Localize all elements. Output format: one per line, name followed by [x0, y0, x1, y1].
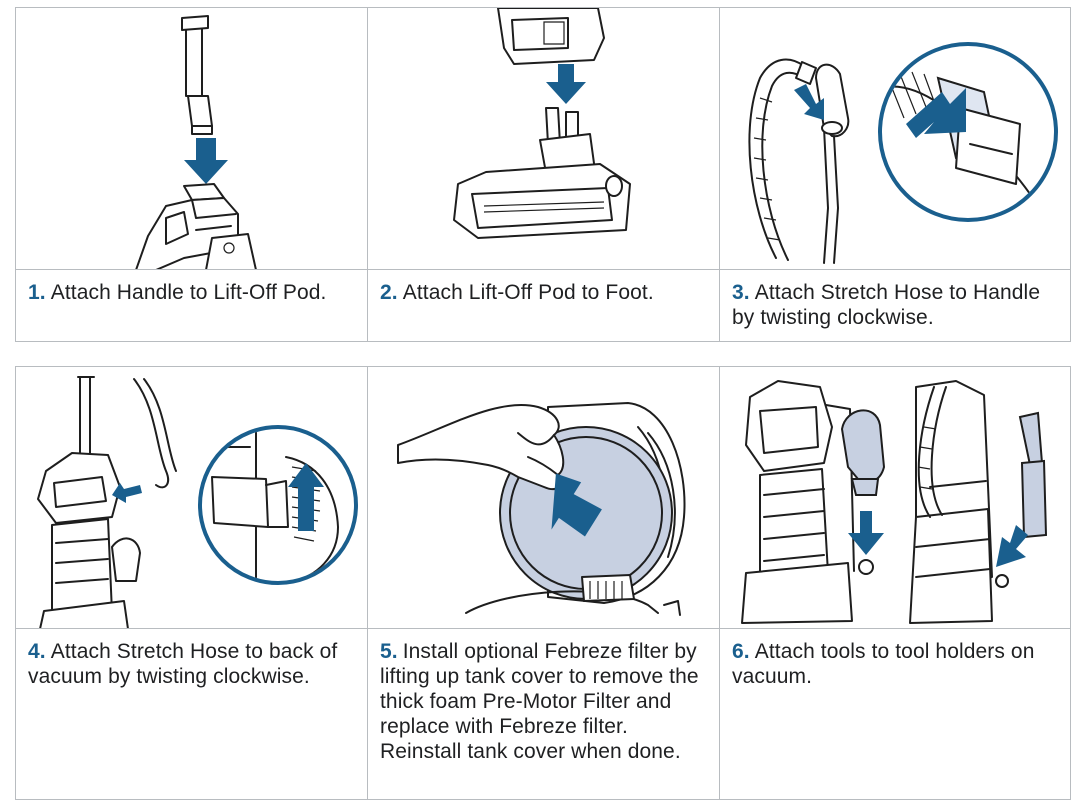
instruction-panel-bottom: 4.Attach Stretch Hose to back of vacuum … [15, 366, 1071, 800]
step-5-number: 5. [380, 640, 398, 663]
step-6-caption: 6.Attach tools to tool holders on vacuum… [720, 629, 1071, 799]
step-4-caption: 4.Attach Stretch Hose to back of vacuum … [16, 629, 368, 799]
step-3-text: Attach Stretch Hose to Handle by twistin… [732, 281, 1041, 329]
step-1-number: 1. [28, 281, 46, 304]
step-5-illustration [368, 367, 720, 629]
step-1-caption: 1.Attach Handle to Lift-Off Pod. [16, 270, 368, 341]
step-1-text: Attach Handle to Lift-Off Pod. [50, 281, 327, 304]
step-6-text: Attach tools to tool holders on vacuum. [732, 640, 1035, 688]
step-4-number: 4. [28, 640, 46, 663]
step-5-text: Install optional Febreze filter by lifti… [380, 640, 699, 763]
step-2-caption: 2.Attach Lift-Off Pod to Foot. [368, 270, 720, 341]
step-4-illustration [16, 367, 368, 629]
step-6-illustration [720, 367, 1071, 629]
step-4-text: Attach Stretch Hose to back of vacuum by… [28, 640, 338, 688]
step-5-caption: 5.Install optional Febreze filter by lif… [368, 629, 720, 799]
step-3-caption: 3.Attach Stretch Hose to Handle by twist… [720, 270, 1071, 341]
step-2-number: 2. [380, 281, 398, 304]
step-2-illustration [368, 8, 720, 270]
step-3-illustration [720, 8, 1071, 270]
step-3-number: 3. [732, 281, 750, 304]
step-6-number: 6. [732, 640, 750, 663]
instruction-panel-top: 1.Attach Handle to Lift-Off Pod. 2.Attac… [15, 7, 1071, 342]
step-1-illustration [16, 8, 368, 270]
step-2-text: Attach Lift-Off Pod to Foot. [402, 281, 654, 304]
